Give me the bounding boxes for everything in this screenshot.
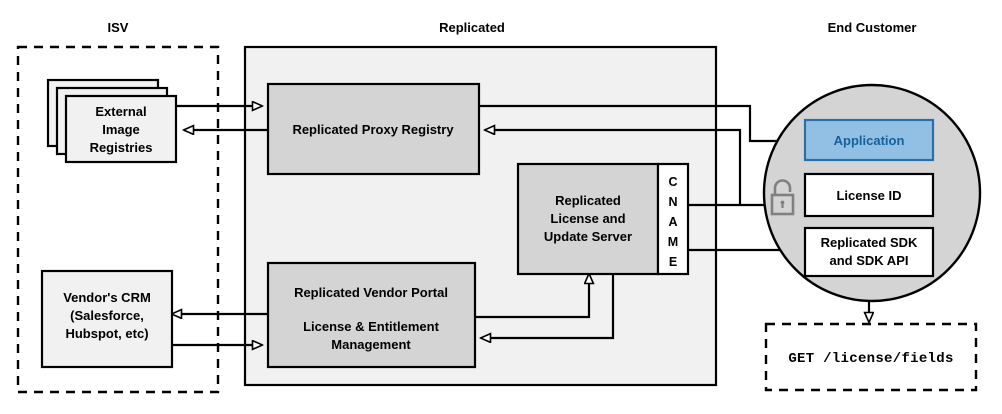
flow-license-server-to-portal (481, 270, 615, 338)
zone-title-replicated: Replicated (439, 20, 505, 35)
replicated-vendor-portal[interactable] (266, 261, 477, 369)
flow-application-to-proxy (485, 130, 742, 205)
cname-letter-a: A (668, 215, 677, 229)
replicated-proxy-registry-label: Replicated Proxy Registry (292, 122, 454, 137)
license-id-box[interactable] (803, 172, 935, 218)
license-server-label-line3: Update Server (544, 229, 632, 244)
external-registries[interactable] (64, 94, 178, 164)
cname-letter-c: C (668, 175, 677, 189)
unlock-icon (770, 179, 795, 216)
vendor-portal-label-line3: Management (331, 337, 411, 352)
api-request-box (764, 322, 978, 392)
external-registries-label-line1: External (95, 104, 146, 119)
cname-letter-m: M (668, 235, 678, 249)
zone-title-isv: ISV (108, 20, 129, 35)
zone-isv (16, 45, 220, 394)
application-label: Application (834, 133, 905, 148)
vendor-portal-label-line1: Replicated Vendor Portal (294, 285, 448, 300)
vendor-portal-label-line2: License & Entitlement (303, 319, 439, 334)
replicated-sdk-label-line1: Replicated SDK (821, 235, 918, 250)
license-server-label-line2: License and (550, 211, 625, 226)
vendor-crm-label-line2: (Salesforce, (70, 308, 144, 323)
license-id-label: License ID (836, 188, 901, 203)
cname-box[interactable] (656, 162, 690, 276)
external-registries-label-line2: Image (102, 122, 140, 137)
replicated-proxy-registry[interactable] (266, 82, 481, 176)
flow-portal-to-license-server (475, 274, 589, 319)
cname-letter-n: N (668, 195, 677, 209)
vendor-crm-label-line3: Hubspot, etc) (65, 326, 148, 341)
external-registries-label-line3: Registries (90, 140, 153, 155)
cname-letter-e: E (669, 255, 677, 269)
api-request-label: GET /license/fields (788, 351, 953, 367)
vendor-crm[interactable] (40, 269, 174, 369)
zone-title-end-customer: End Customer (828, 20, 917, 35)
application-box[interactable] (803, 118, 935, 162)
replicated-sdk-label-line2: and SDK API (830, 253, 909, 268)
license-server-label-line1: Replicated (555, 193, 621, 208)
replicated-sdk-box[interactable] (803, 226, 935, 278)
flow-proxy-to-application (479, 104, 800, 141)
vendor-crm-label-line1: Vendor's CRM (63, 290, 151, 305)
